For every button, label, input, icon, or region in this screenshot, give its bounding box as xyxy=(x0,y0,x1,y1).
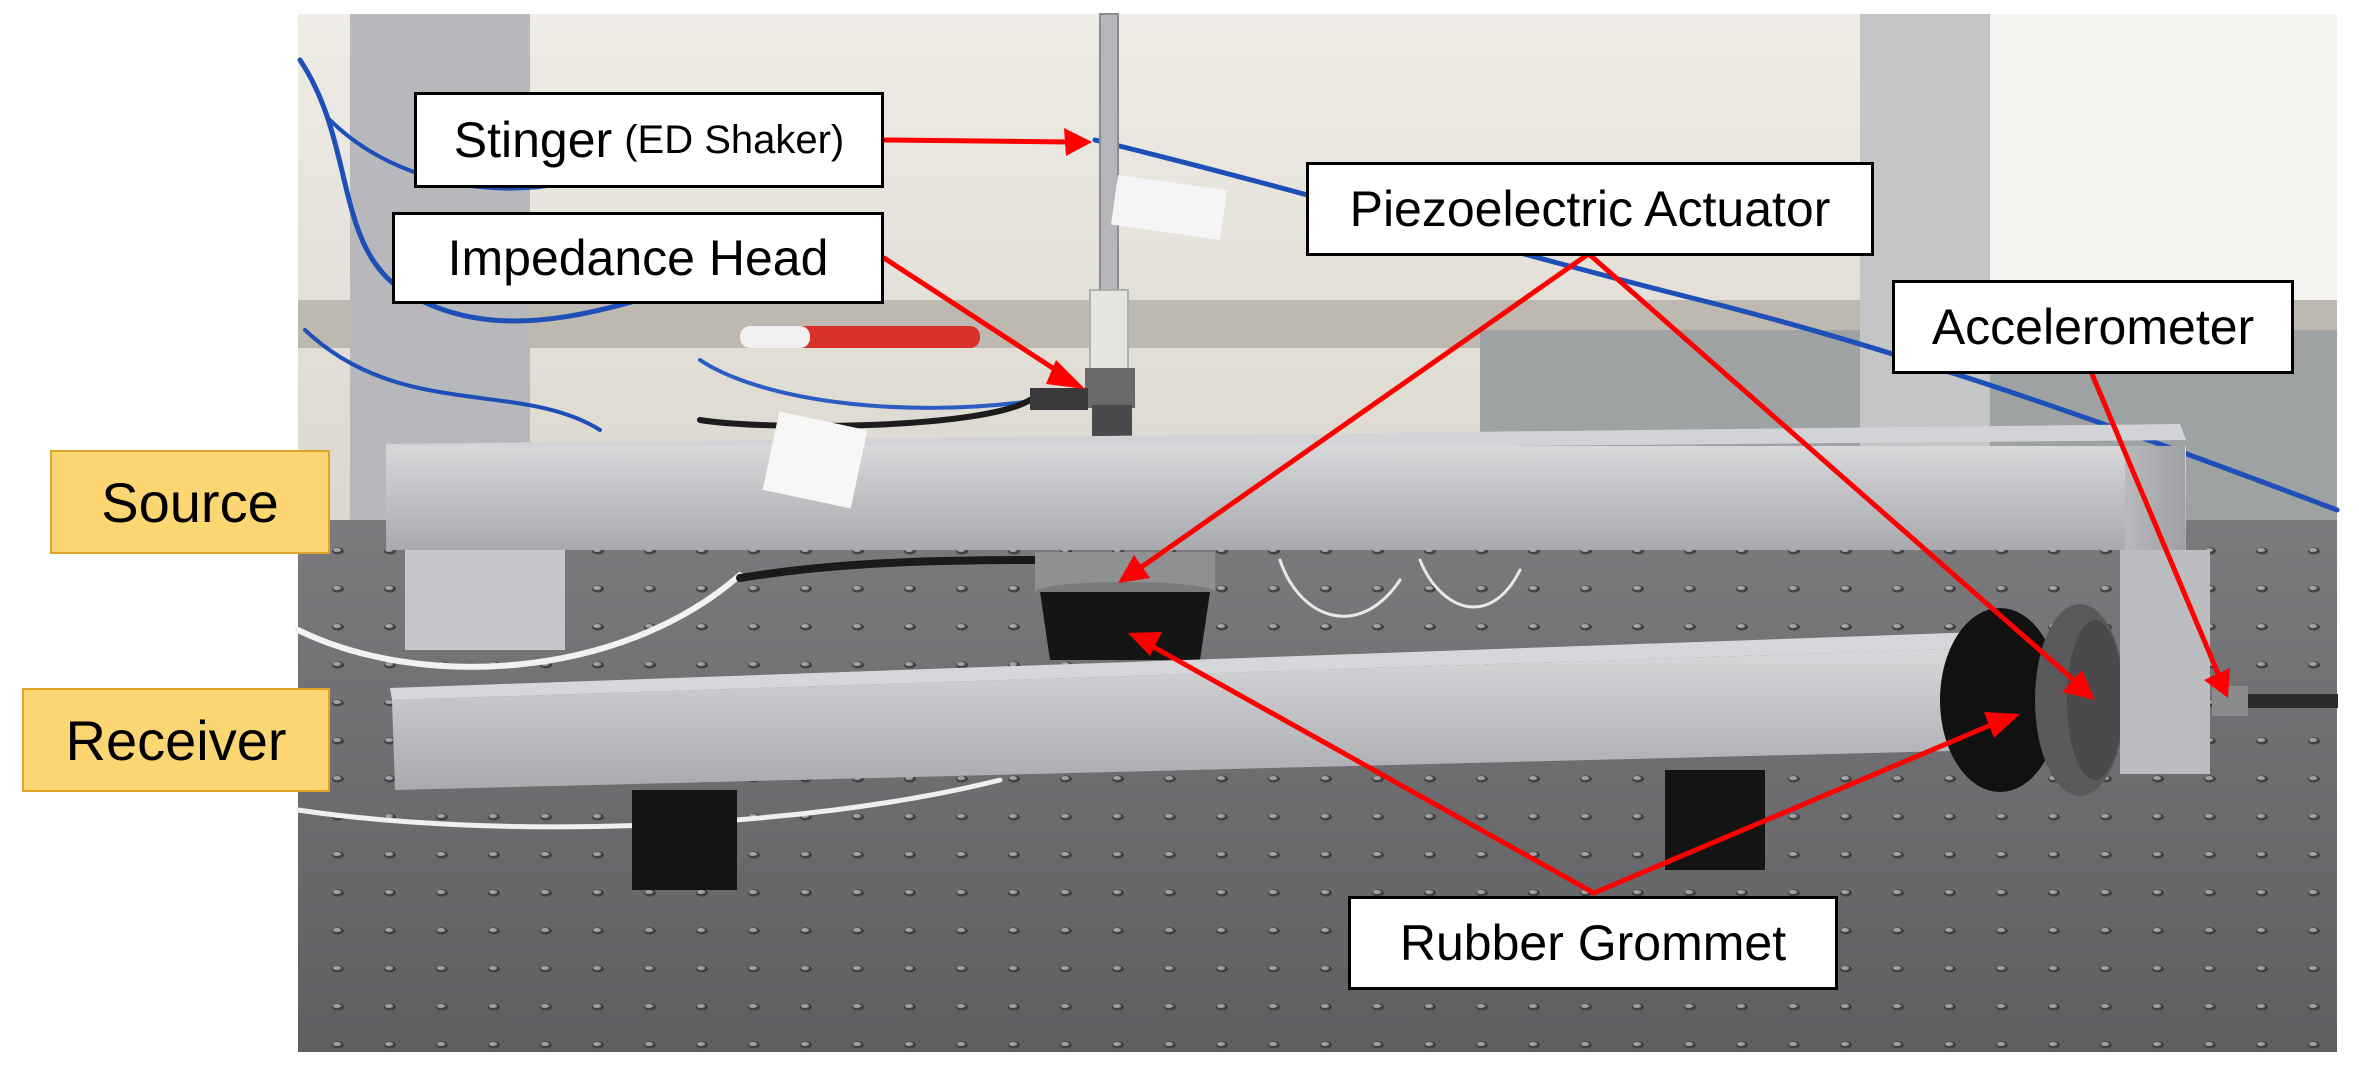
arrow-stinger xyxy=(881,128,1092,156)
receiver-label: Receiver xyxy=(65,708,287,772)
arrow-impedance-head xyxy=(881,255,1085,389)
impedance-head-callout: Impedance Head xyxy=(392,212,884,304)
stinger-label: Stinger xyxy=(453,112,613,168)
stinger-shaft xyxy=(1099,13,1119,295)
stinger-rod xyxy=(1089,13,1227,371)
piezoelectric-actuator-label: Piezoelectric Actuator xyxy=(1349,181,1831,237)
rubber-grommet-callout: Rubber Grommet xyxy=(1348,896,1838,990)
optical-table xyxy=(298,520,2337,1052)
accelerometer-callout: Accelerometer xyxy=(1892,280,2294,374)
accelerometer-label: Accelerometer xyxy=(1931,299,2255,355)
receiver-foot-left xyxy=(632,790,737,890)
table-holes xyxy=(298,520,2337,1052)
impedance-head-connector xyxy=(1030,388,1088,410)
source-beam-support xyxy=(405,550,565,650)
black-sensor-cable xyxy=(736,556,1044,582)
rubber-grommet xyxy=(1040,592,1210,660)
accelerometer-body xyxy=(2212,686,2248,716)
end-block xyxy=(2120,550,2210,774)
stinger-coupling xyxy=(1089,289,1129,371)
white-cable xyxy=(295,572,743,670)
source-beam-face xyxy=(386,446,2186,550)
arrow-grommet-end xyxy=(1591,712,2020,896)
receiver-tag: Receiver xyxy=(22,688,330,792)
marker-cap xyxy=(740,326,810,348)
blue-cable-5 xyxy=(698,358,1042,410)
piezoelectric-actuator-callout: Piezoelectric Actuator xyxy=(1306,162,1874,256)
accelerometer-sensor xyxy=(2212,686,2338,716)
impedance-head-body xyxy=(1085,368,1135,408)
source-tag: Source xyxy=(50,450,330,554)
impedance-head-cable xyxy=(697,397,1033,429)
arrow-piezo-upper xyxy=(1118,252,1590,583)
white-loop-cables xyxy=(1278,558,1522,618)
stinger-note: (ED Shaker) xyxy=(624,118,845,162)
end-grommet xyxy=(1940,608,2060,792)
impedance-head-label: Impedance Head xyxy=(447,230,829,286)
stinger-callout: Stinger (ED Shaker) xyxy=(414,92,884,188)
arrow-accelerometer xyxy=(2089,371,2230,698)
arrow-piezo-end xyxy=(1587,252,2095,700)
receiver-beam-face xyxy=(392,648,1990,790)
annotation-arrows xyxy=(881,128,2230,896)
accelerometer-cable xyxy=(2248,694,2338,708)
source-label: Source xyxy=(101,470,279,534)
end-assembly xyxy=(1940,550,2210,796)
arrow-grommet-upper xyxy=(1128,632,1597,896)
upper-grommet xyxy=(1040,592,1210,660)
beam-tape-label xyxy=(762,411,868,509)
rubber-grommet-label: Rubber Grommet xyxy=(1399,915,1787,971)
stinger-tag xyxy=(1111,174,1227,240)
blue-cable-4 xyxy=(303,328,602,432)
